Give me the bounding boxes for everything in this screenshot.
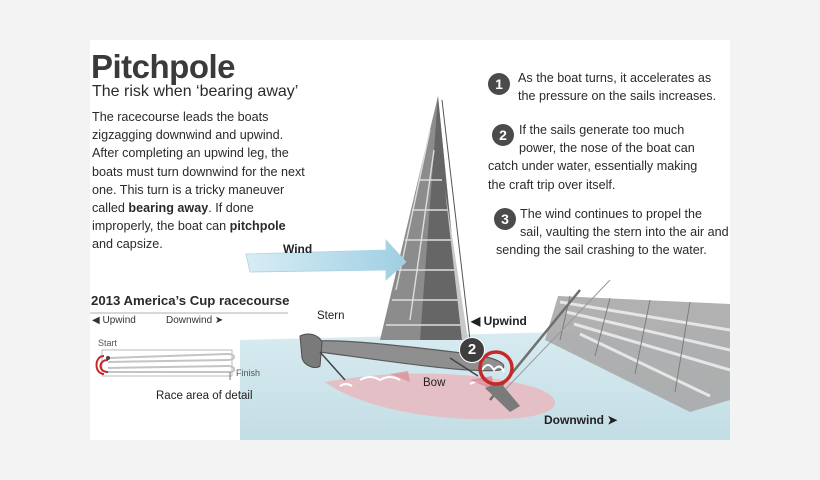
intro-paragraph: The racecourse leads the boats zigzaggin… [92,108,307,254]
racecourse-diagram [90,312,288,380]
bow-splash [481,364,505,373]
wind-label: Wind [283,242,313,256]
racecourse-finish-label: Finish [236,368,261,378]
step-3-number: 3 [494,208,516,230]
step-2-line-4: the craft trip over itself. [488,177,616,192]
downwind-label: Downwind ➤ [544,413,618,427]
step-1-text: As the boat turns, it accelerates as the… [518,69,716,105]
step-2-line-3: catch under water, essentially making [488,159,698,174]
page-title: Pitchpole [91,48,236,85]
step-2-line-2: power, the nose of the boat can [519,141,695,156]
pitchpole-illustration [90,96,730,440]
catamaran-hull [299,333,505,381]
step-2-text: If the sails generate too much power, th… [488,121,728,194]
racecourse-title: 2013 America’s Cup racecourse [91,293,290,308]
bow-arrow [470,376,494,390]
intro-bold-pitchpole: pitchpole [229,219,286,234]
wind-arrow [245,238,407,281]
step-1-line-1: As the boat turns, it accelerates as [518,71,712,85]
step-1-number: 1 [488,73,510,95]
intro-text-3: and capsize. [92,237,163,252]
step-3-line-2: sail, vaulting the stern into the air an… [520,225,729,240]
intro-text-2: . If done improperly, the boat can [92,201,254,234]
step-2-line-1: If the sails generate too much [519,123,685,137]
upwind-label: ◀ Upwind [471,314,527,328]
step-3-line-1: The wind continues to propel the [520,207,703,221]
step-1-line-2: the pressure on the sails increases. [518,89,717,104]
infographic-card: Pitchpole The risk when ‘bearing away’ T… [90,40,730,440]
stern-label: Stern [317,310,345,322]
racecourse-upwind-label: ◀ Upwind [92,315,136,326]
bow-label: Bow [423,377,446,389]
bow-arrow-2 [390,371,410,382]
diagram-step-2-marker: 2 [459,337,485,363]
intro-bold-bearing-away: bearing away [128,201,209,216]
bow-highlight-circle [478,350,514,386]
step-3-text: The wind continues to propel the sail, v… [496,205,730,260]
upright-wing-sail [380,96,471,341]
racecourse-start-label: Start [98,338,118,348]
racecourse-downwind-label: Downwind ➤ [166,315,224,326]
step-2-number: 2 [492,124,514,146]
step-3-line-3: sending the sail crashing to the water. [496,243,707,258]
racecourse-caption: Race area of detail [156,390,253,402]
page-subtitle: The risk when ‘bearing away’ [92,83,299,100]
intro-text-1: The racecourse leads the boats zigzaggin… [92,110,305,216]
